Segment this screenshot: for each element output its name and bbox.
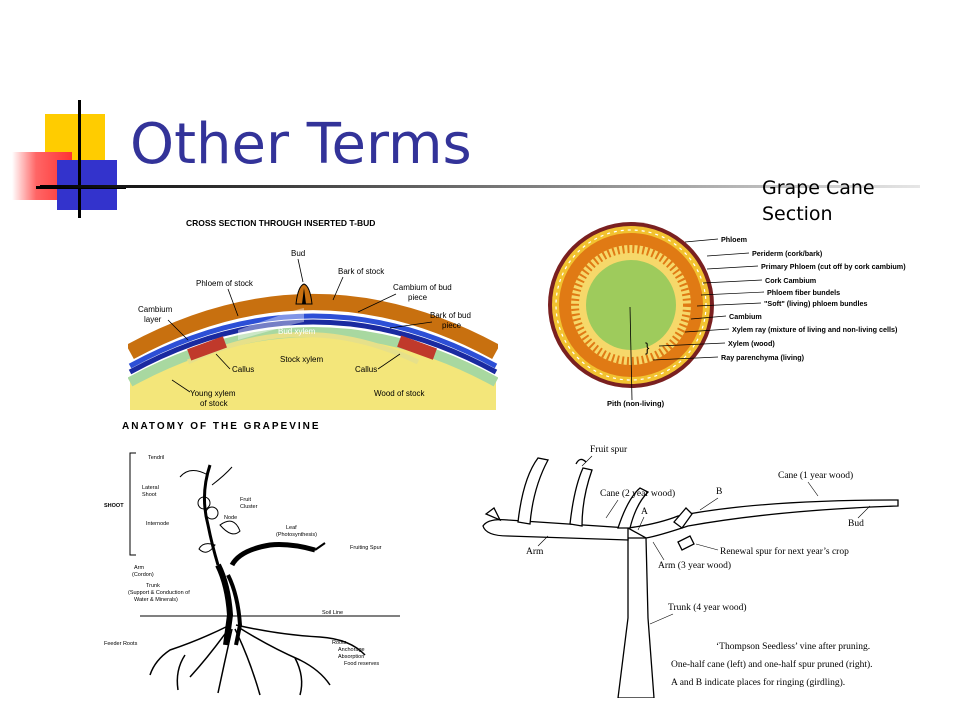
node-label: Node [224,515,237,521]
trunk-4yr-label: Trunk (4 year wood) [668,602,747,613]
pith-region [586,260,676,350]
cane-leader-line [652,356,719,361]
trunk-label: Trunk [146,583,160,589]
pith-label: Pith (non-living) [607,399,665,408]
cane-label: Phloem fiber bundels [767,288,840,297]
callus-left [187,336,227,361]
trunk-label-3: Water & Minerals) [134,597,178,603]
arm-3yr-label: Arm (3 year wood) [658,560,731,571]
feeder-roots-label: Feeder Roots [104,641,138,647]
cane-label: Periderm (cork/bark) [752,249,823,258]
cane-leader-line [658,342,726,347]
callus-right [397,335,437,360]
young-xylem-layer [128,327,498,387]
fruit-spur-label: Fruit spur [590,445,628,455]
pruning-caption-1: ‘Thompson Seedless’ vine after pruning. [716,641,870,652]
caption-line-1: Grape Cane [762,177,875,199]
phloem-of-stock-label: Phloem of stock [196,279,254,288]
pruning-caption-2: One-half cane (left) and one-half spur p… [671,659,873,670]
tendril-label: Tendril [148,455,164,461]
cane-label: Phloem [721,235,747,244]
cane-label: Primary Phloem (cut off by cork cambium) [761,262,906,271]
cane-leader-line [684,328,730,333]
deco-vertical-line [78,100,81,218]
renewal-spur-label: Renewal spur for next year’s crop [720,546,849,557]
callus-right-label: Callus [355,365,377,374]
cane-label: Cork Cambium [765,276,816,285]
cane-leader-line [700,291,765,296]
tbud-heading: CROSS SECTION THROUGH INSERTED T-BUD [186,218,375,228]
trunk-label-2: (Support & Conduction of [128,590,190,596]
cane-label: Xylem (wood) [728,339,775,348]
cane-1yr-label: Cane (1 year wood) [778,470,853,481]
fruit-cluster-label: Fruit [240,497,251,503]
stock-xylem-label: Stock xylem [280,355,323,364]
bark-of-bud-label: Bark of bud [430,311,471,320]
soil-line-label: Soil Line [322,610,343,616]
cane-leader-line [702,279,763,284]
cambium-of-bud-label-2: piece [408,293,428,302]
cane-label: Xylem ray (mixture of living and non-liv… [732,325,898,334]
arm-label: Arm [526,547,544,557]
cane-leader-line [690,315,727,320]
internode-label: Internode [146,521,169,527]
young-xylem-label: Young xylem [190,389,236,398]
arm-label: Arm [134,565,145,571]
phloem-layer [128,313,498,369]
cambium-of-bud-label: Cambium of bud [393,283,452,292]
point-a-label: A [641,507,648,517]
leaf-label-2: (Photosynthesis) [276,532,317,538]
leaf-label: Leaf [286,525,297,531]
bark-of-stock-label: Bark of stock [338,267,385,276]
cane-label: Ray parenchyma (living) [721,353,805,362]
cane-label: Cambium [729,312,762,321]
lateral-shoot-label-2: Shoot [142,492,157,498]
roots-label-4: Food reserves [344,661,379,667]
cambium-layer [128,319,498,375]
young-xylem-label-2: of stock [200,399,229,408]
roots-label-2: Anchorage [338,647,365,653]
pruning-caption-3: A and B indicate places for ringing (gir… [671,677,845,688]
bark-of-stock-layer [128,294,498,360]
vine-drawing [482,457,899,698]
cane-2yr-label: Cane (2 year wood) [600,488,675,499]
bud-xylem-label: Bud xylem [278,327,316,336]
wood-of-stock-region [130,332,496,410]
bark-of-bud-label-2: piece [442,321,462,330]
slide-title: Other Terms [130,112,472,177]
wood-of-stock-label: Wood of stock [374,389,426,398]
title-rule [40,185,920,188]
grape-cane-caption: Grape Cane Section [762,175,875,227]
caption-line-2: Section [762,203,833,225]
fruiting-spur-label: Fruiting Spur [350,545,382,551]
fruit-cluster-label-2: Cluster [240,504,258,510]
lateral-shoot-label: Lateral [142,485,159,491]
roots-label: Roots [332,640,347,646]
grapevine-anatomy-diagram: ANATOMY OF THE GRAPEVINE SHOOT Tendril L… [100,415,430,705]
title-decoration [0,100,140,220]
cambium-layer-label-2: layer [144,315,162,324]
roots-label-3: Absorption [338,654,364,660]
arm-label-2: (Cordon) [132,572,154,578]
cambium-layer-label: Cambium [138,305,173,314]
shoot-label: SHOOT [104,503,124,509]
svg-text:}: } [645,340,650,355]
anatomy-heading: ANATOMY OF THE GRAPEVINE [122,421,321,432]
cane-label: "Soft" (living) phloem bundles [764,299,867,308]
roots-drawing [149,624,366,696]
cane-leader-line [696,302,762,307]
point-b-label: B [716,487,722,497]
pruned-vine-diagram: Fruit spur Cane (1 year wood) B Cane (2 … [478,438,918,698]
callus-left-label: Callus [232,365,254,374]
cane-leader-line [706,252,750,257]
bud-label: Bud [848,519,864,529]
cane-leader-line [684,238,719,243]
cane-leader-line [706,265,759,270]
tbud-cross-section-diagram: CROSS SECTION THROUGH INSERTED T-BUD Bud… [128,212,498,410]
bud-label: Bud [291,249,305,258]
